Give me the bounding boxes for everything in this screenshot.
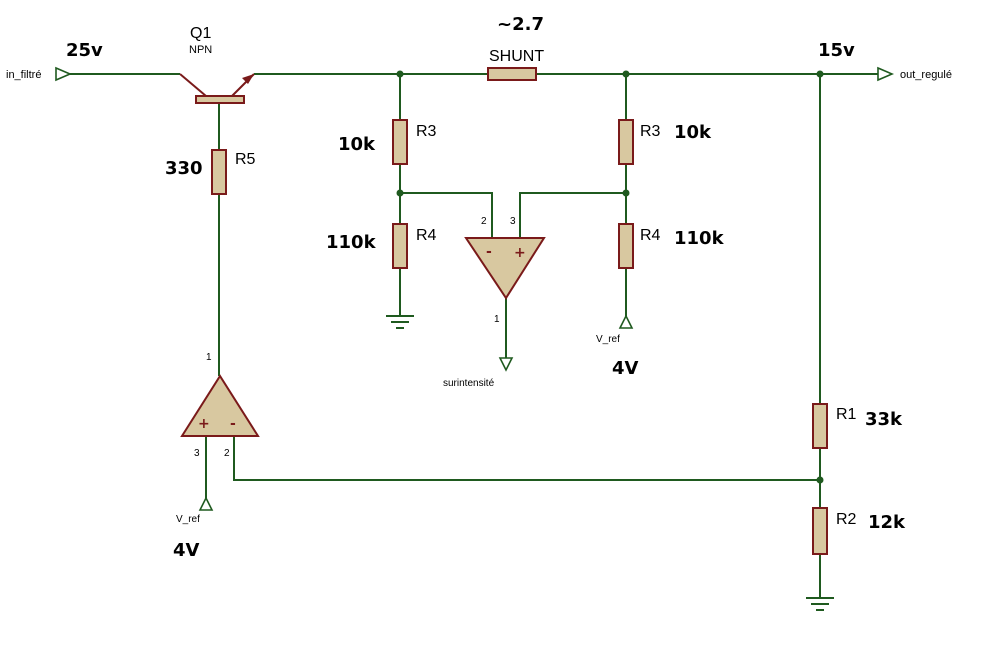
- overcurrent-port-icon: [498, 357, 514, 372]
- input-voltage: 25v: [66, 40, 103, 61]
- resistor-value: 110k: [326, 232, 377, 253]
- resistor-r5: R5 330: [165, 149, 256, 195]
- pin-number: 2: [481, 216, 487, 227]
- resistor-r2: R2 12k: [812, 507, 906, 555]
- junction-dot: [396, 70, 404, 78]
- resistor-r3-left: R3 10k: [338, 119, 437, 165]
- opamp-plus-sign: +: [514, 245, 526, 261]
- vref-right-terminal: V_ref 4V: [596, 314, 639, 379]
- resistor-name: R1: [836, 406, 857, 423]
- pin-number: 3: [194, 448, 200, 459]
- wire-feedback: [233, 436, 820, 481]
- resistor-r4-left: R4 110k: [326, 223, 437, 269]
- vref-voltage: 4V: [173, 540, 200, 561]
- transistor-q1: Q1 NPN: [179, 25, 255, 104]
- input-port-icon: [55, 66, 73, 82]
- vref-label: V_ref: [596, 334, 620, 345]
- resistor-name: R4: [640, 227, 661, 244]
- overcurrent-label: surintensité: [443, 378, 495, 389]
- vref-port-icon: [198, 496, 214, 511]
- output-voltage: 15v: [818, 40, 855, 61]
- resistor-name: R3: [640, 123, 661, 140]
- vref-voltage: 4V: [612, 358, 639, 379]
- shunt-resistor: SHUNT ~2.7: [487, 14, 544, 81]
- output-port-icon: [877, 66, 895, 82]
- pin-number: 3: [510, 216, 516, 227]
- junction-dot: [816, 70, 824, 78]
- resistor-r3-right: R3 10k: [618, 119, 712, 165]
- vref-port-icon: [618, 314, 634, 329]
- junction-dot: [816, 476, 824, 484]
- opamp-minus-sign: -: [486, 244, 492, 260]
- opamp-plus-sign: +: [198, 416, 210, 432]
- pin-number: 1: [206, 352, 212, 363]
- input-terminal-label: in_filtré: [6, 69, 41, 81]
- junction-dot: [622, 70, 630, 78]
- resistor-value: 10k: [338, 134, 376, 155]
- opamp-regulator: + - 1 3 2: [180, 352, 260, 459]
- junction-dot: [396, 189, 404, 197]
- resistor-r1: R1 33k: [812, 403, 903, 449]
- shunt-name: SHUNT: [489, 48, 544, 65]
- resistor-value: 12k: [868, 512, 906, 533]
- resistor-name: R3: [416, 123, 437, 140]
- shunt-voltage-drop: ~2.7: [497, 14, 544, 35]
- resistor-value: 33k: [865, 409, 903, 430]
- wire-opamp-minus: [400, 192, 493, 238]
- vref-bottom-terminal: V_ref 4V: [173, 496, 214, 561]
- resistor-name: R4: [416, 227, 437, 244]
- vref-label: V_ref: [176, 514, 200, 525]
- wire-opamp-plus: [519, 192, 626, 238]
- resistor-name: R2: [836, 511, 857, 528]
- output-terminal-label: out_regulé: [900, 69, 952, 81]
- ground-icon: [806, 597, 834, 611]
- transistor-type: NPN: [189, 44, 212, 56]
- junction-dot: [622, 189, 630, 197]
- overcurrent-terminal: surintensité: [443, 357, 514, 389]
- pin-number: 2: [224, 448, 230, 459]
- resistor-r4-right: R4 110k: [618, 223, 725, 269]
- resistor-value: 110k: [674, 228, 725, 249]
- resistor-value: 10k: [674, 122, 712, 143]
- resistor-value: 330: [165, 158, 203, 179]
- opamp-overcurrent: - + 2 3 1: [464, 216, 546, 325]
- resistor-name: R5: [235, 151, 256, 168]
- ground-icon: [386, 315, 414, 329]
- opamp-minus-sign: -: [230, 416, 236, 432]
- transistor-name: Q1: [190, 25, 211, 42]
- pin-number: 1: [494, 314, 500, 325]
